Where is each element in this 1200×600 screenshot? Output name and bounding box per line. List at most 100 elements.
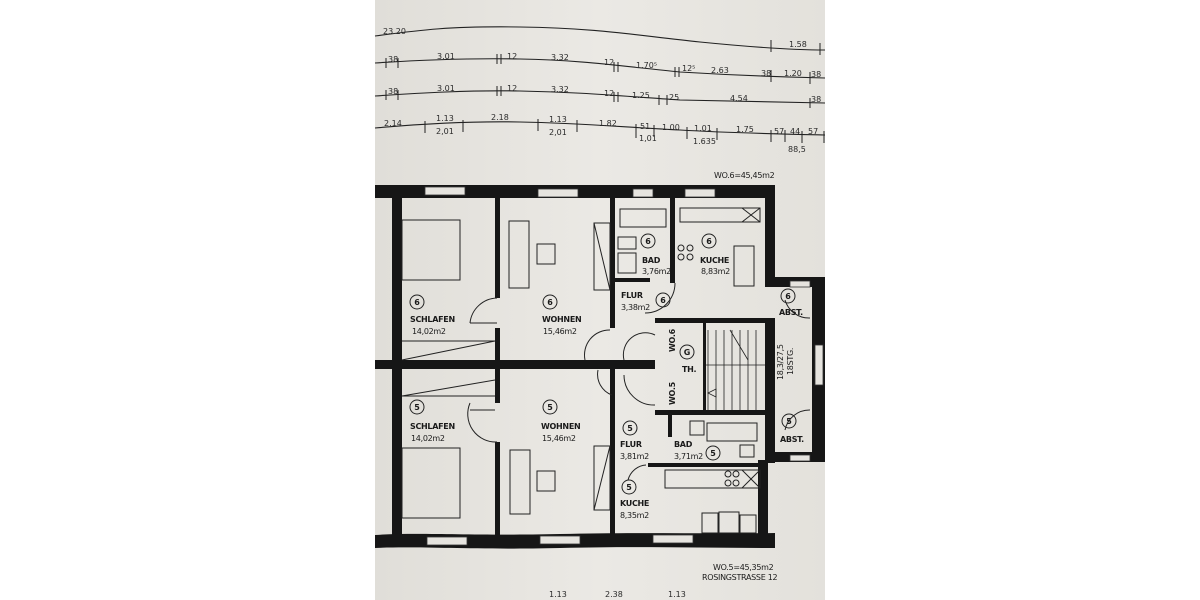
dim-label: 1,01 xyxy=(639,134,657,143)
room-number: 6 xyxy=(414,298,420,307)
room-area: 3,76m2 xyxy=(642,267,671,276)
dim-label: 2.14 xyxy=(384,119,402,128)
sink-lower xyxy=(689,420,705,436)
room-area: 3,38m2 xyxy=(621,303,650,312)
dim-label: 1.635 xyxy=(693,137,716,146)
dim-label: 2.63 xyxy=(711,66,729,75)
dim-label: 51 xyxy=(640,122,650,131)
dim-label: 57 xyxy=(808,127,818,136)
dim-label: 2.38 xyxy=(605,590,623,599)
room-name: BAD xyxy=(674,440,693,449)
sofa-upper xyxy=(508,220,530,289)
room-name: ABST. xyxy=(780,435,804,444)
dim-label: 38 xyxy=(811,70,821,79)
dim-label: 12⁵ xyxy=(682,64,695,73)
dim-label: 25 xyxy=(669,93,679,102)
kitchen-table-upper xyxy=(733,245,755,287)
dim-overall: 23.20 xyxy=(383,27,406,36)
sofa-lower xyxy=(509,449,531,515)
stair-ratio: 18,3/27,5 xyxy=(776,344,785,380)
dimension-line-row2 xyxy=(374,90,826,104)
stair-number: G xyxy=(684,348,691,357)
room-number: 6 xyxy=(645,237,651,246)
toilet-lower xyxy=(739,444,755,458)
toilet-upper xyxy=(617,252,637,274)
room-area: 8,83m2 xyxy=(701,267,730,276)
room-name: WOHNEN xyxy=(542,315,581,324)
stair-steps: 18STG. xyxy=(786,348,795,375)
dim-label: 1.13 xyxy=(549,115,567,124)
dim-label: 1.01 xyxy=(694,124,712,133)
dim-label: 12 xyxy=(604,89,614,98)
dim-label: 3.32 xyxy=(551,53,569,62)
furniture xyxy=(401,207,761,534)
cabinet-upper xyxy=(593,222,611,291)
dimension-line-row1 xyxy=(374,58,826,79)
room-area: 8,35m2 xyxy=(620,511,649,520)
kitchen-counter-upper xyxy=(679,207,761,223)
dim-label: 57 xyxy=(774,127,784,136)
dim-label: 3.32 xyxy=(551,85,569,94)
dim-label: 2,01 xyxy=(549,128,567,137)
room-number: 5 xyxy=(786,417,792,426)
unit5-door-label: WO.5 xyxy=(668,381,677,405)
room-name: ABST. xyxy=(779,308,803,317)
dimension-line-overall xyxy=(374,26,826,51)
bed-lower xyxy=(401,447,461,519)
unit5-total-area: WO.5=45,35m2 xyxy=(713,563,774,572)
dimension-ticks xyxy=(385,40,825,143)
dim-label: 1.75 xyxy=(736,125,754,134)
unit6-door-label: WO.6 xyxy=(668,328,677,352)
dim-label: 1.70⁵ xyxy=(636,61,657,70)
dim-label: 1.00 xyxy=(662,123,680,132)
room-area: 14,02m2 xyxy=(412,327,446,336)
bathtub-lower xyxy=(706,422,758,442)
dim-label: 88,5 xyxy=(788,145,806,154)
dim-label: 44 xyxy=(790,127,800,136)
dimension-line-row3 xyxy=(374,121,826,136)
dim-label: 1.58 xyxy=(789,40,807,49)
room-number: 5 xyxy=(710,449,716,458)
cabinet-lower xyxy=(593,445,611,511)
dim-label: 38 xyxy=(761,69,771,78)
dim-label: 3.01 xyxy=(437,84,455,93)
room-area: 15,46m2 xyxy=(542,434,576,443)
sink-upper xyxy=(617,236,637,250)
room-number: 5 xyxy=(627,424,633,433)
dim-label: 4.54 xyxy=(730,94,748,103)
stair-labels: G TH. 18,3/27,5 18STG. xyxy=(679,344,795,380)
dim-label: 38 xyxy=(811,95,821,104)
room-area: 15,46m2 xyxy=(543,327,577,336)
table-upper xyxy=(536,243,556,265)
stair-name: TH. xyxy=(682,365,697,374)
dim-label: 12 xyxy=(507,84,517,93)
room-number: 6 xyxy=(785,292,791,301)
stair-direction-arrow-icon xyxy=(707,388,717,398)
room-number: 5 xyxy=(414,403,420,412)
room-name: SCHLAFEN xyxy=(410,315,455,324)
dim-label: 1.13 xyxy=(549,590,567,599)
dimension-labels: 23.20 1.58 38 3.01 12 3.32 12 1.70⁵ 12⁵ … xyxy=(383,27,821,599)
unit5-labels: WO.5 5 SCHLAFEN 14,02m2 5 WOHNEN 15,46m2… xyxy=(409,381,804,520)
dim-label: 1.20 xyxy=(784,69,802,78)
room-area: 3,71m2 xyxy=(674,452,703,461)
address-label: ROSINGSTRASSE 12 xyxy=(702,573,777,582)
room-number: 5 xyxy=(626,483,632,492)
dim-label: 38 xyxy=(388,87,398,96)
room-number: 5 xyxy=(547,403,553,412)
table-lower xyxy=(536,470,556,492)
dim-label: 38 xyxy=(388,55,398,64)
unit6-labels: 6 SCHLAFEN 14,02m2 6 WOHNEN 15,46m2 6 BA… xyxy=(409,233,803,352)
kitchen-counter-lower xyxy=(664,469,761,489)
unit6-total-area: WO.6=45,45m2 xyxy=(714,171,775,180)
dim-label: 1.13 xyxy=(436,114,454,123)
dimension-lines xyxy=(374,26,826,143)
dim-label: 12 xyxy=(604,58,614,67)
dim-label: 1.13 xyxy=(668,590,686,599)
room-name: BAD xyxy=(642,256,661,265)
dim-label: 2.18 xyxy=(491,113,509,122)
room-area: 14,02m2 xyxy=(411,434,445,443)
dim-label: 1.82 xyxy=(599,119,617,128)
dim-label: 1.25 xyxy=(632,91,650,100)
